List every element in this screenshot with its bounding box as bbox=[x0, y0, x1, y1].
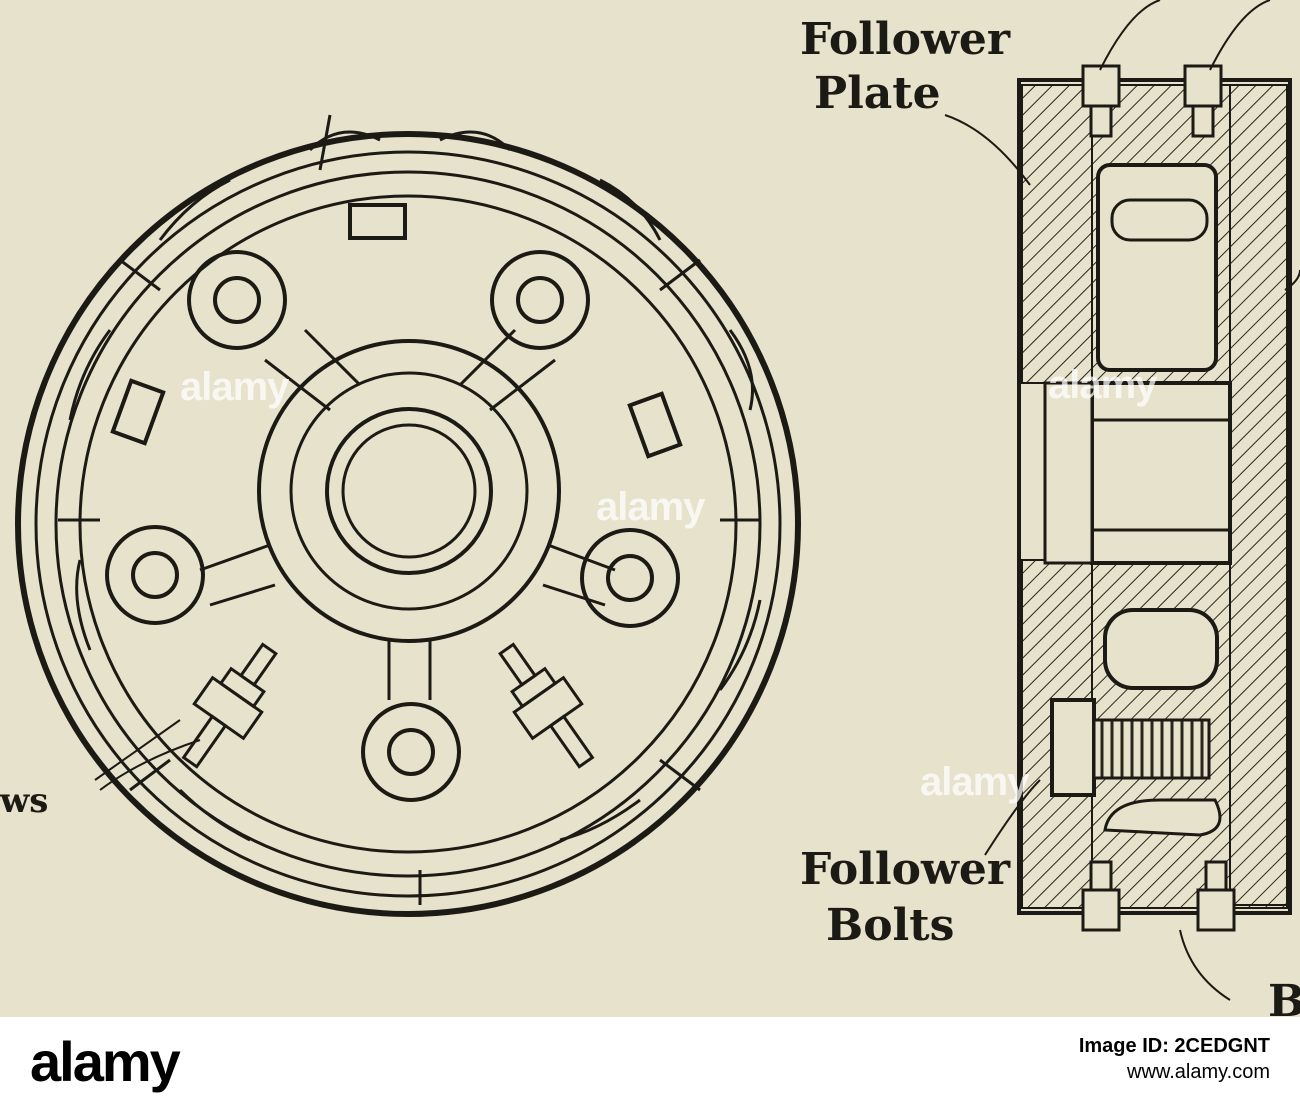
image-id: Image ID: 2CEDGNT bbox=[1078, 1035, 1270, 1057]
watermark: alamy bbox=[180, 365, 289, 409]
plate-edge bbox=[78, 194, 738, 854]
packing-ring bbox=[54, 170, 762, 878]
follower-plate-label-line2: Plate bbox=[814, 68, 941, 119]
slots bbox=[110, 203, 683, 459]
side-section bbox=[944, 0, 1300, 1001]
follower-bolts-label-line2: Bolts bbox=[826, 900, 955, 951]
site-url: www.alamy.com bbox=[1127, 1061, 1270, 1083]
top-bolts bbox=[1081, 64, 1223, 138]
watermark: alamy bbox=[596, 485, 705, 529]
hub-bore-outer bbox=[325, 407, 493, 575]
packing-segments bbox=[58, 114, 762, 905]
follower-plate-label-line1: Follower bbox=[800, 14, 1011, 65]
bolt-bosses bbox=[105, 250, 680, 802]
outer-rim bbox=[15, 131, 801, 917]
alamy-logo: alamy bbox=[30, 1030, 181, 1093]
watermark: alamy bbox=[1048, 363, 1157, 407]
bottom-bolts bbox=[1081, 860, 1236, 932]
footer-bar: alamy Image ID: 2CEDGNT www.alamy.com bbox=[0, 1017, 1300, 1108]
hub-outer bbox=[257, 339, 561, 643]
footer-meta: Image ID: 2CEDGNT www.alamy.com bbox=[1079, 1033, 1270, 1085]
hub-bore bbox=[341, 423, 477, 559]
rim-inner-edge bbox=[34, 150, 782, 898]
piston-drawing bbox=[15, 0, 1300, 1001]
watermark: alamy bbox=[920, 760, 1029, 804]
hub-ring bbox=[289, 371, 529, 611]
screws-label-fragment: ws bbox=[0, 781, 49, 821]
screws-leaders bbox=[94, 719, 201, 791]
side-leaders bbox=[944, 0, 1300, 1001]
spokes bbox=[199, 328, 616, 700]
bottom-right-label-fragment: B bbox=[1268, 976, 1300, 1018]
follower-bolts-label-line1: Follower bbox=[800, 844, 1011, 895]
diagram: Follower Plate Follower Bolts ws B alamy… bbox=[0, 0, 1300, 1017]
front-view bbox=[15, 114, 801, 917]
adjusting-screws bbox=[181, 642, 595, 769]
